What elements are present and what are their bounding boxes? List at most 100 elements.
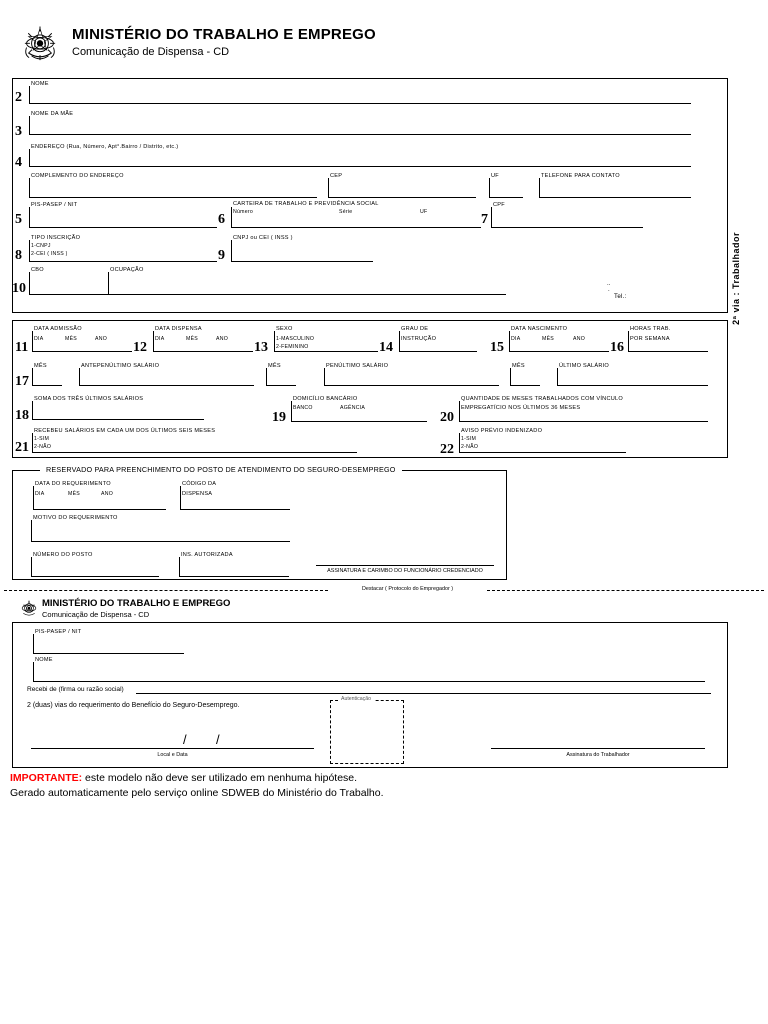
field-number-16: 16	[610, 340, 624, 355]
label-tipo-inscricao-opt1: 1-CNPJ	[31, 243, 51, 249]
label-recebeu-opt2: 2-NÃO	[34, 444, 52, 450]
input-recebeu-salarios[interactable]	[32, 433, 357, 453]
input-ultimo-salario[interactable]	[557, 368, 708, 386]
input-telefone-contato[interactable]	[539, 178, 691, 198]
label-nome: NOME	[31, 81, 49, 87]
input-ins-autorizada[interactable]	[179, 557, 289, 577]
label-codigo-dispensa-l2: DISPENSA	[182, 491, 213, 497]
label-ultimo-salario: ÚLTIMO SALÁRIO	[559, 363, 610, 369]
input-receipt-nome[interactable]	[33, 662, 705, 682]
label-assinatura-trabalhador: Assinatura do Trabalhador	[566, 752, 630, 758]
label-ins-autorizada: INS. AUTORIZADA	[181, 552, 233, 558]
label-data-dispensa: DATA DISPENSA	[155, 326, 202, 332]
signature-line-trabalhador	[491, 748, 705, 749]
input-sexo[interactable]	[274, 331, 378, 352]
label-agencia: AGÊNCIA	[340, 405, 366, 411]
label-soma-tres-ultimos-salarios: SOMA DOS TRÊS ÚLTIMOS SALÁRIOS	[34, 396, 144, 402]
field-number-7: 7	[481, 212, 488, 227]
label-grau-instrucao-l2: INSTRUÇÃO	[401, 336, 437, 342]
label-data-requerimento: DATA DO REQUERIMENTO	[35, 481, 111, 487]
label-mes-ultimo: MÊS	[512, 363, 525, 369]
label-mes-antepenultimo: MÊS	[34, 363, 47, 369]
label-cpf: CPF	[493, 202, 505, 208]
receipt-subtitle: Comunicação de Dispensa - CD	[42, 610, 150, 619]
important-text: este modelo não deve ser utilizado em ne…	[82, 772, 358, 784]
input-codigo-dispensa[interactable]	[180, 486, 290, 510]
label-nome-mae: NOME DA MÃE	[31, 111, 74, 117]
detach-line-left	[4, 590, 328, 591]
label-horas-trab-l2: POR SEMANA	[630, 336, 670, 342]
reserved-block-legend: RESERVADO PARA PREENCHIMENTO DO POSTO DE…	[40, 465, 402, 474]
input-cep[interactable]	[328, 178, 476, 198]
date-slash-1: /	[183, 732, 187, 747]
input-cbo-ocupacao[interactable]	[29, 272, 506, 295]
input-data-requerimento[interactable]	[33, 486, 166, 510]
label-dispensa-dia: DIA	[155, 336, 165, 342]
label-penultimo-salario: PENÚLTIMO SALÁRIO	[326, 363, 389, 369]
input-grau-instrucao[interactable]	[399, 331, 477, 352]
field-number-2: 2	[15, 90, 22, 105]
label-assinatura-carimbo: ASSINATURA E CARIMBO DO FUNCIONÁRIO CRED…	[327, 568, 483, 574]
label-sexo-opt2: 2-FEMININO	[276, 344, 309, 350]
input-qtd-meses[interactable]	[459, 401, 708, 422]
input-complemento-endereco[interactable]	[29, 178, 317, 198]
input-ctps[interactable]	[231, 207, 481, 228]
label-cbo: CBO	[31, 267, 44, 273]
input-nome[interactable]	[29, 86, 691, 104]
label-pis-pasep-nit: PIS-PASEP / NIT	[31, 202, 78, 208]
label-cep: CEP	[330, 173, 343, 179]
input-horas-trab[interactable]	[628, 331, 708, 352]
label-req-dia: DIA	[35, 491, 45, 497]
label-req-ano: ANO	[101, 491, 113, 497]
input-data-dispensa[interactable]	[153, 331, 253, 352]
input-data-nascimento[interactable]	[509, 331, 609, 352]
label-local-data: Local e Data	[157, 752, 188, 758]
label-sexo: SEXO	[276, 326, 293, 332]
worker-data-block	[12, 78, 728, 313]
field-number-14: 14	[379, 340, 393, 355]
label-receipt-pis: PIS-PASEP / NIT	[35, 629, 82, 635]
input-soma-tres-ultimos-salarios[interactable]	[32, 401, 204, 420]
label-duas-vias: 2 (duas) vias do requerimento do Benefíc…	[27, 702, 240, 709]
input-antepenultimo-salario[interactable]	[79, 368, 254, 386]
field-number-11: 11	[15, 340, 29, 355]
input-domicilio-bancario[interactable]	[291, 401, 427, 422]
label-ocupacao: OCUPAÇÃO	[110, 267, 144, 273]
input-cnpj-cei[interactable]	[231, 240, 373, 262]
field-number-13: 13	[254, 340, 268, 355]
input-cpf[interactable]	[491, 207, 643, 228]
label-dispensa-mes: MÊS	[186, 336, 198, 342]
input-mes-ultimo[interactable]	[510, 368, 540, 386]
input-tipo-inscricao[interactable]	[29, 240, 217, 262]
input-mes-antepenultimo[interactable]	[32, 368, 62, 386]
label-nascimento-mes: MÊS	[542, 336, 554, 342]
input-mes-penultimo[interactable]	[266, 368, 296, 386]
important-warning: IMPORTANTE: este modelo não deve ser uti…	[10, 772, 357, 784]
date-slash-2: /	[216, 732, 220, 747]
label-tipo-inscricao: TIPO INSCRIÇÃO	[31, 235, 81, 241]
field-number-22: 22	[440, 442, 454, 457]
field-number-5: 5	[15, 212, 22, 227]
input-uf[interactable]	[489, 178, 523, 198]
detach-label: Destacar ( Protocolo do Empregador )	[330, 586, 485, 592]
input-nome-mae[interactable]	[29, 116, 691, 135]
input-numero-posto[interactable]	[31, 557, 159, 577]
input-penultimo-salario[interactable]	[324, 368, 499, 386]
input-data-admissao[interactable]	[32, 331, 132, 352]
label-endereco: ENDEREÇO (Rua, Número, Apt°.Bairro / Dis…	[31, 144, 179, 150]
field-number-19: 19	[272, 410, 286, 425]
field-number-12: 12	[133, 340, 147, 355]
input-receipt-pis[interactable]	[33, 634, 184, 654]
divider-cbo-ocupacao	[108, 272, 109, 295]
input-motivo-requerimento[interactable]	[31, 520, 290, 542]
input-aviso-previo[interactable]	[459, 433, 626, 453]
label-receipt-nome: NOME	[35, 657, 53, 663]
coat-of-arms-icon	[24, 26, 56, 61]
label-ctps-uf: UF	[420, 209, 428, 215]
input-pis-pasep-nit[interactable]	[29, 207, 217, 228]
input-endereco[interactable]	[29, 149, 691, 167]
field-number-8: 8	[15, 248, 22, 263]
signature-line-local-data	[31, 748, 314, 749]
label-tel-dot: .	[608, 287, 610, 293]
label-tel-dots: ..	[607, 281, 611, 287]
